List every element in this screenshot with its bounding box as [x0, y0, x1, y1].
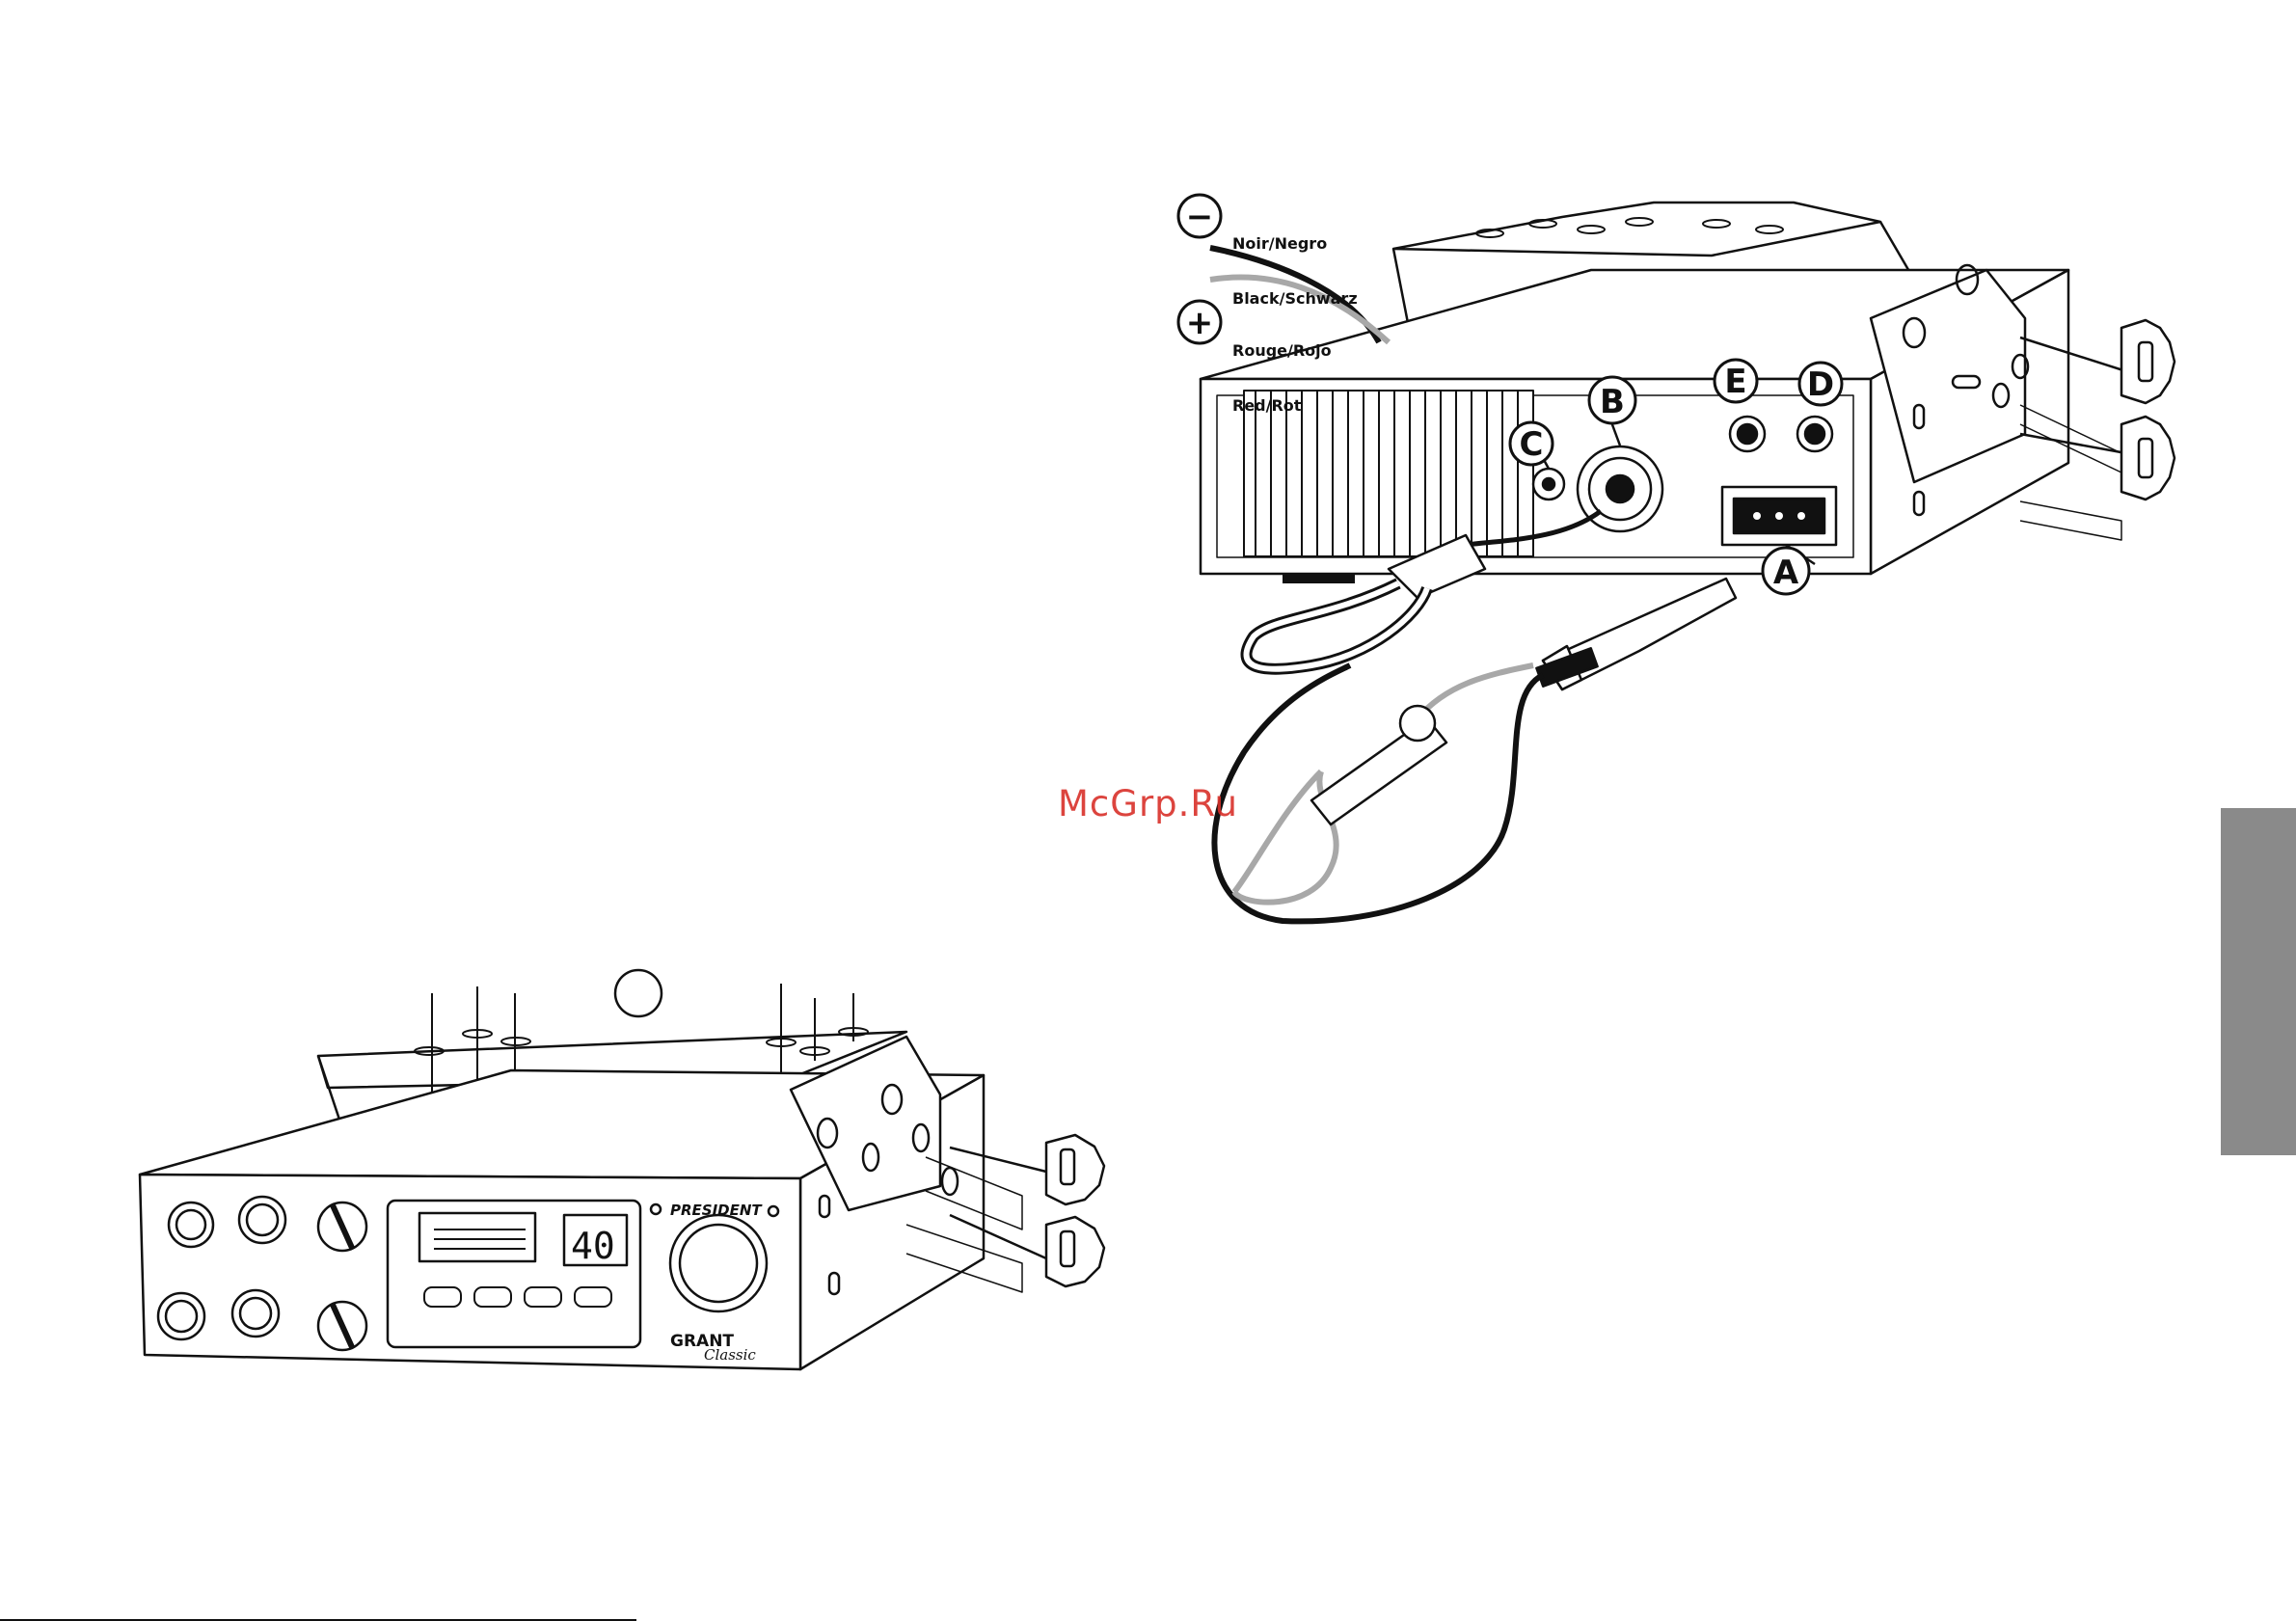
- positive-wire-label: Rouge/Rojo Red/Rot: [1232, 305, 1332, 433]
- callout-c: C: [1510, 422, 1553, 465]
- fuse-holder-icon: [1311, 706, 1446, 824]
- channel-display: 40: [571, 1225, 615, 1267]
- negative-terminal-icon: −: [1178, 195, 1221, 237]
- svg-text:D: D: [1807, 365, 1834, 404]
- brand-logo: PRESIDENT: [670, 1202, 763, 1219]
- front-view-radio: [140, 970, 1104, 1369]
- model-subtitle: Classic: [704, 1346, 756, 1364]
- watermark: McGrp.Ru: [1058, 783, 1238, 824]
- positive-label-line1: Rouge/Rojo: [1232, 341, 1332, 360]
- negative-label-line1: Noir/Negro: [1232, 234, 1358, 253]
- channel-knob: [670, 1215, 767, 1311]
- svg-text:+: +: [1186, 304, 1214, 342]
- callout-d: D: [1799, 363, 1842, 405]
- svg-text:B: B: [1600, 383, 1625, 421]
- jack-d: [1797, 417, 1832, 451]
- svg-text:C: C: [1520, 425, 1544, 464]
- svg-text:−: −: [1186, 198, 1214, 236]
- svg-text:A: A: [1773, 554, 1799, 592]
- jack-e: [1730, 417, 1765, 451]
- svg-text:E: E: [1724, 363, 1746, 401]
- positive-label-line2: Red/Rot: [1232, 396, 1332, 415]
- callout-b: B: [1589, 377, 1635, 423]
- positive-terminal-icon: +: [1178, 301, 1221, 343]
- power-plug: [1536, 579, 1736, 689]
- jack-c: [1533, 469, 1564, 500]
- callout-a: A: [1763, 548, 1809, 594]
- power-socket: [1722, 487, 1836, 545]
- callout-e: E: [1715, 360, 1757, 402]
